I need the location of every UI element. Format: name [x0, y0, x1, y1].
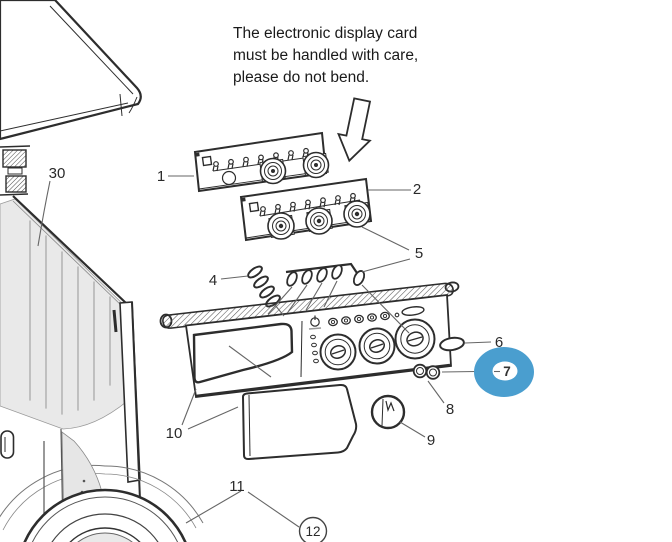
part-label-9: 9: [427, 432, 435, 449]
part-label-12: 12: [305, 524, 320, 539]
part-label-7: 7: [503, 364, 511, 379]
highlight-inner: [492, 361, 518, 381]
part-label-4: 4: [209, 272, 217, 289]
caution-note-line2: must be handled with care,: [233, 47, 418, 64]
indicator-leds: [310, 334, 319, 364]
oval-cap-part6: [439, 336, 465, 352]
part-label-30: 30: [49, 165, 66, 182]
drawer-opening: [192, 322, 294, 384]
part-label-8: 8: [446, 401, 454, 418]
control-panel: [159, 281, 460, 399]
display-board-2: [239, 177, 373, 242]
part-label-10: 10: [166, 425, 183, 442]
hinge-callout-part12: 12: [298, 516, 328, 542]
washing-machine-cabinet: [0, 0, 204, 542]
part-labels: 1 2 4 5 6 8 9 10 11 30: [49, 165, 504, 495]
part-label-5: 5: [415, 245, 423, 262]
round-buttons-part7: [412, 363, 441, 380]
button-strip-part5: [285, 262, 366, 287]
leader-lines: [37, 175, 492, 528]
board2-potentiometers: [267, 200, 371, 240]
power-icon: [308, 315, 322, 330]
cabinet-body: [0, 198, 132, 430]
lid-hinge-blocks: [0, 145, 31, 196]
caution-note-line1: The electronic display card: [233, 25, 417, 42]
board1-components: [212, 147, 309, 172]
part-label-1: 1: [157, 168, 165, 185]
caution-note: The electronic display card must be hand…: [233, 25, 418, 86]
board2-components: [259, 192, 356, 217]
option-buttons-row: [328, 306, 425, 327]
caution-note-line3: please do not bend.: [233, 69, 369, 86]
caution-arrow-icon: [337, 97, 372, 163]
part-label-6: 6: [495, 334, 503, 351]
part-label-11: 11: [229, 478, 245, 495]
door-ring: [23, 488, 187, 542]
highlight-annotation: 7: [474, 347, 534, 397]
timer-knob-part9: [370, 394, 406, 430]
board1-potentiometers: [259, 151, 330, 185]
part-label-2: 2: [413, 181, 421, 198]
display-board-1: [193, 131, 330, 193]
hinge-slot: [0, 430, 15, 459]
machine-lid: [0, 0, 142, 141]
back-panel-ribs: [29, 220, 111, 415]
panel-face: [184, 293, 452, 399]
drawer-front-part10: [241, 383, 358, 461]
